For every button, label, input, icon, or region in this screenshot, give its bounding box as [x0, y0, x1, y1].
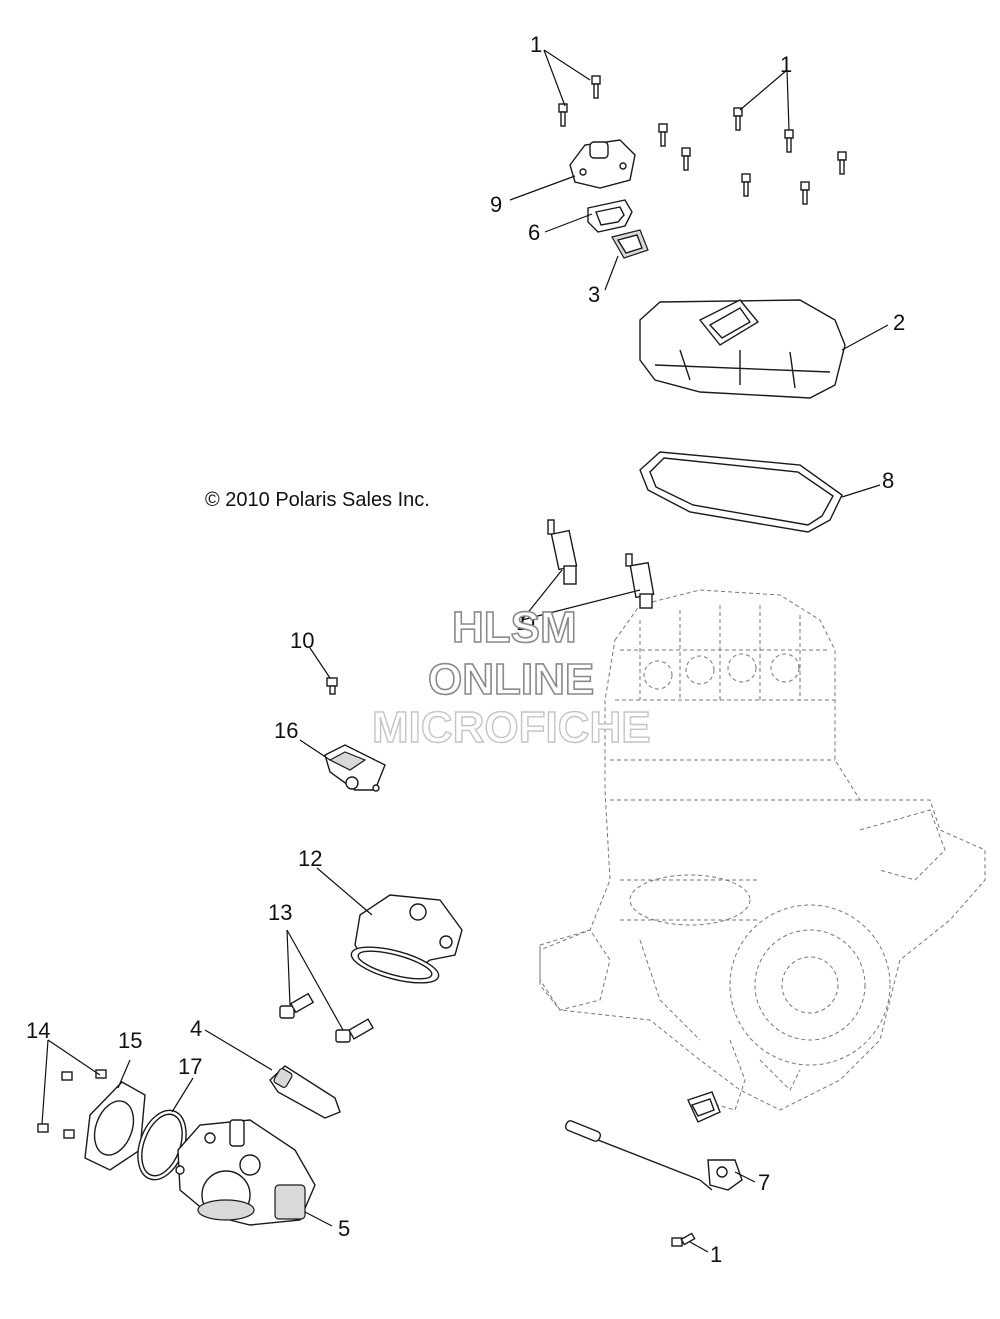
callout-5: 5	[338, 1216, 350, 1241]
bolt	[558, 103, 568, 127]
plate-screw	[37, 1123, 49, 1133]
sensor-bolt	[326, 677, 338, 695]
plate-screw	[95, 1069, 107, 1079]
watermark-line-2: ONLINE	[428, 655, 594, 704]
throttle-body	[175, 1119, 316, 1226]
bolt-cluster	[558, 75, 847, 205]
bolt	[837, 151, 847, 175]
callout-labels: 1 1 9 6 3 2 8 11 10 16 12 13 4 14 15 17 …	[26, 32, 905, 1267]
speed-sensor	[564, 1120, 743, 1191]
bolt	[800, 181, 810, 205]
bolt	[784, 129, 794, 153]
adapter-screw	[279, 992, 315, 1019]
bolt	[681, 147, 691, 171]
watermark-line-3: MICROFICHE	[372, 703, 651, 752]
callout-6: 6	[528, 220, 540, 245]
callout-16: 16	[274, 718, 298, 743]
bolt	[741, 173, 751, 197]
bolt	[591, 75, 601, 99]
callout-11: 11	[516, 610, 539, 635]
breather-filter	[611, 229, 649, 259]
spark-plug	[547, 519, 578, 585]
plate-screw	[63, 1129, 75, 1139]
callout-12: 12	[298, 846, 322, 871]
breather-gasket	[587, 199, 633, 233]
spark-plug	[625, 553, 655, 609]
engine-block-ghost	[539, 589, 986, 1111]
throttle-hose	[269, 1065, 341, 1119]
callout-9: 9	[490, 192, 502, 217]
watermark: HLSM ONLINE MICROFICHE	[371, 602, 651, 753]
watermark-line-1: HLSM	[452, 603, 577, 652]
callout-10: 10	[290, 628, 314, 653]
bolt	[733, 107, 743, 131]
breather-housing	[569, 139, 636, 189]
callout-4: 4	[190, 1016, 202, 1041]
callout-8: 8	[882, 468, 894, 493]
leader-lines	[41, 49, 889, 1253]
callout-17: 17	[178, 1054, 202, 1079]
valve-cover	[639, 299, 846, 399]
intake-adapter	[350, 894, 463, 984]
callout-14: 14	[26, 1018, 50, 1043]
copyright-notice: © 2010 Polaris Sales Inc.	[205, 489, 430, 511]
callout-3: 3	[588, 282, 600, 307]
sensor-bolt-lower	[671, 1232, 696, 1247]
callout-13: 13	[268, 900, 292, 925]
engine-connector	[687, 1091, 721, 1123]
callout-2: 2	[893, 310, 905, 335]
callout-1: 1	[780, 52, 792, 77]
callout-7: 7	[758, 1170, 770, 1195]
callout-1: 1	[530, 32, 542, 57]
adapter-screw	[335, 1018, 374, 1043]
callout-15: 15	[118, 1028, 142, 1053]
callout-1: 1	[710, 1242, 722, 1267]
valve-cover-gasket	[639, 451, 843, 533]
throttle-plate	[84, 1081, 146, 1171]
bolt	[658, 123, 668, 147]
map-sensor	[324, 744, 386, 792]
plate-screw	[61, 1071, 73, 1081]
